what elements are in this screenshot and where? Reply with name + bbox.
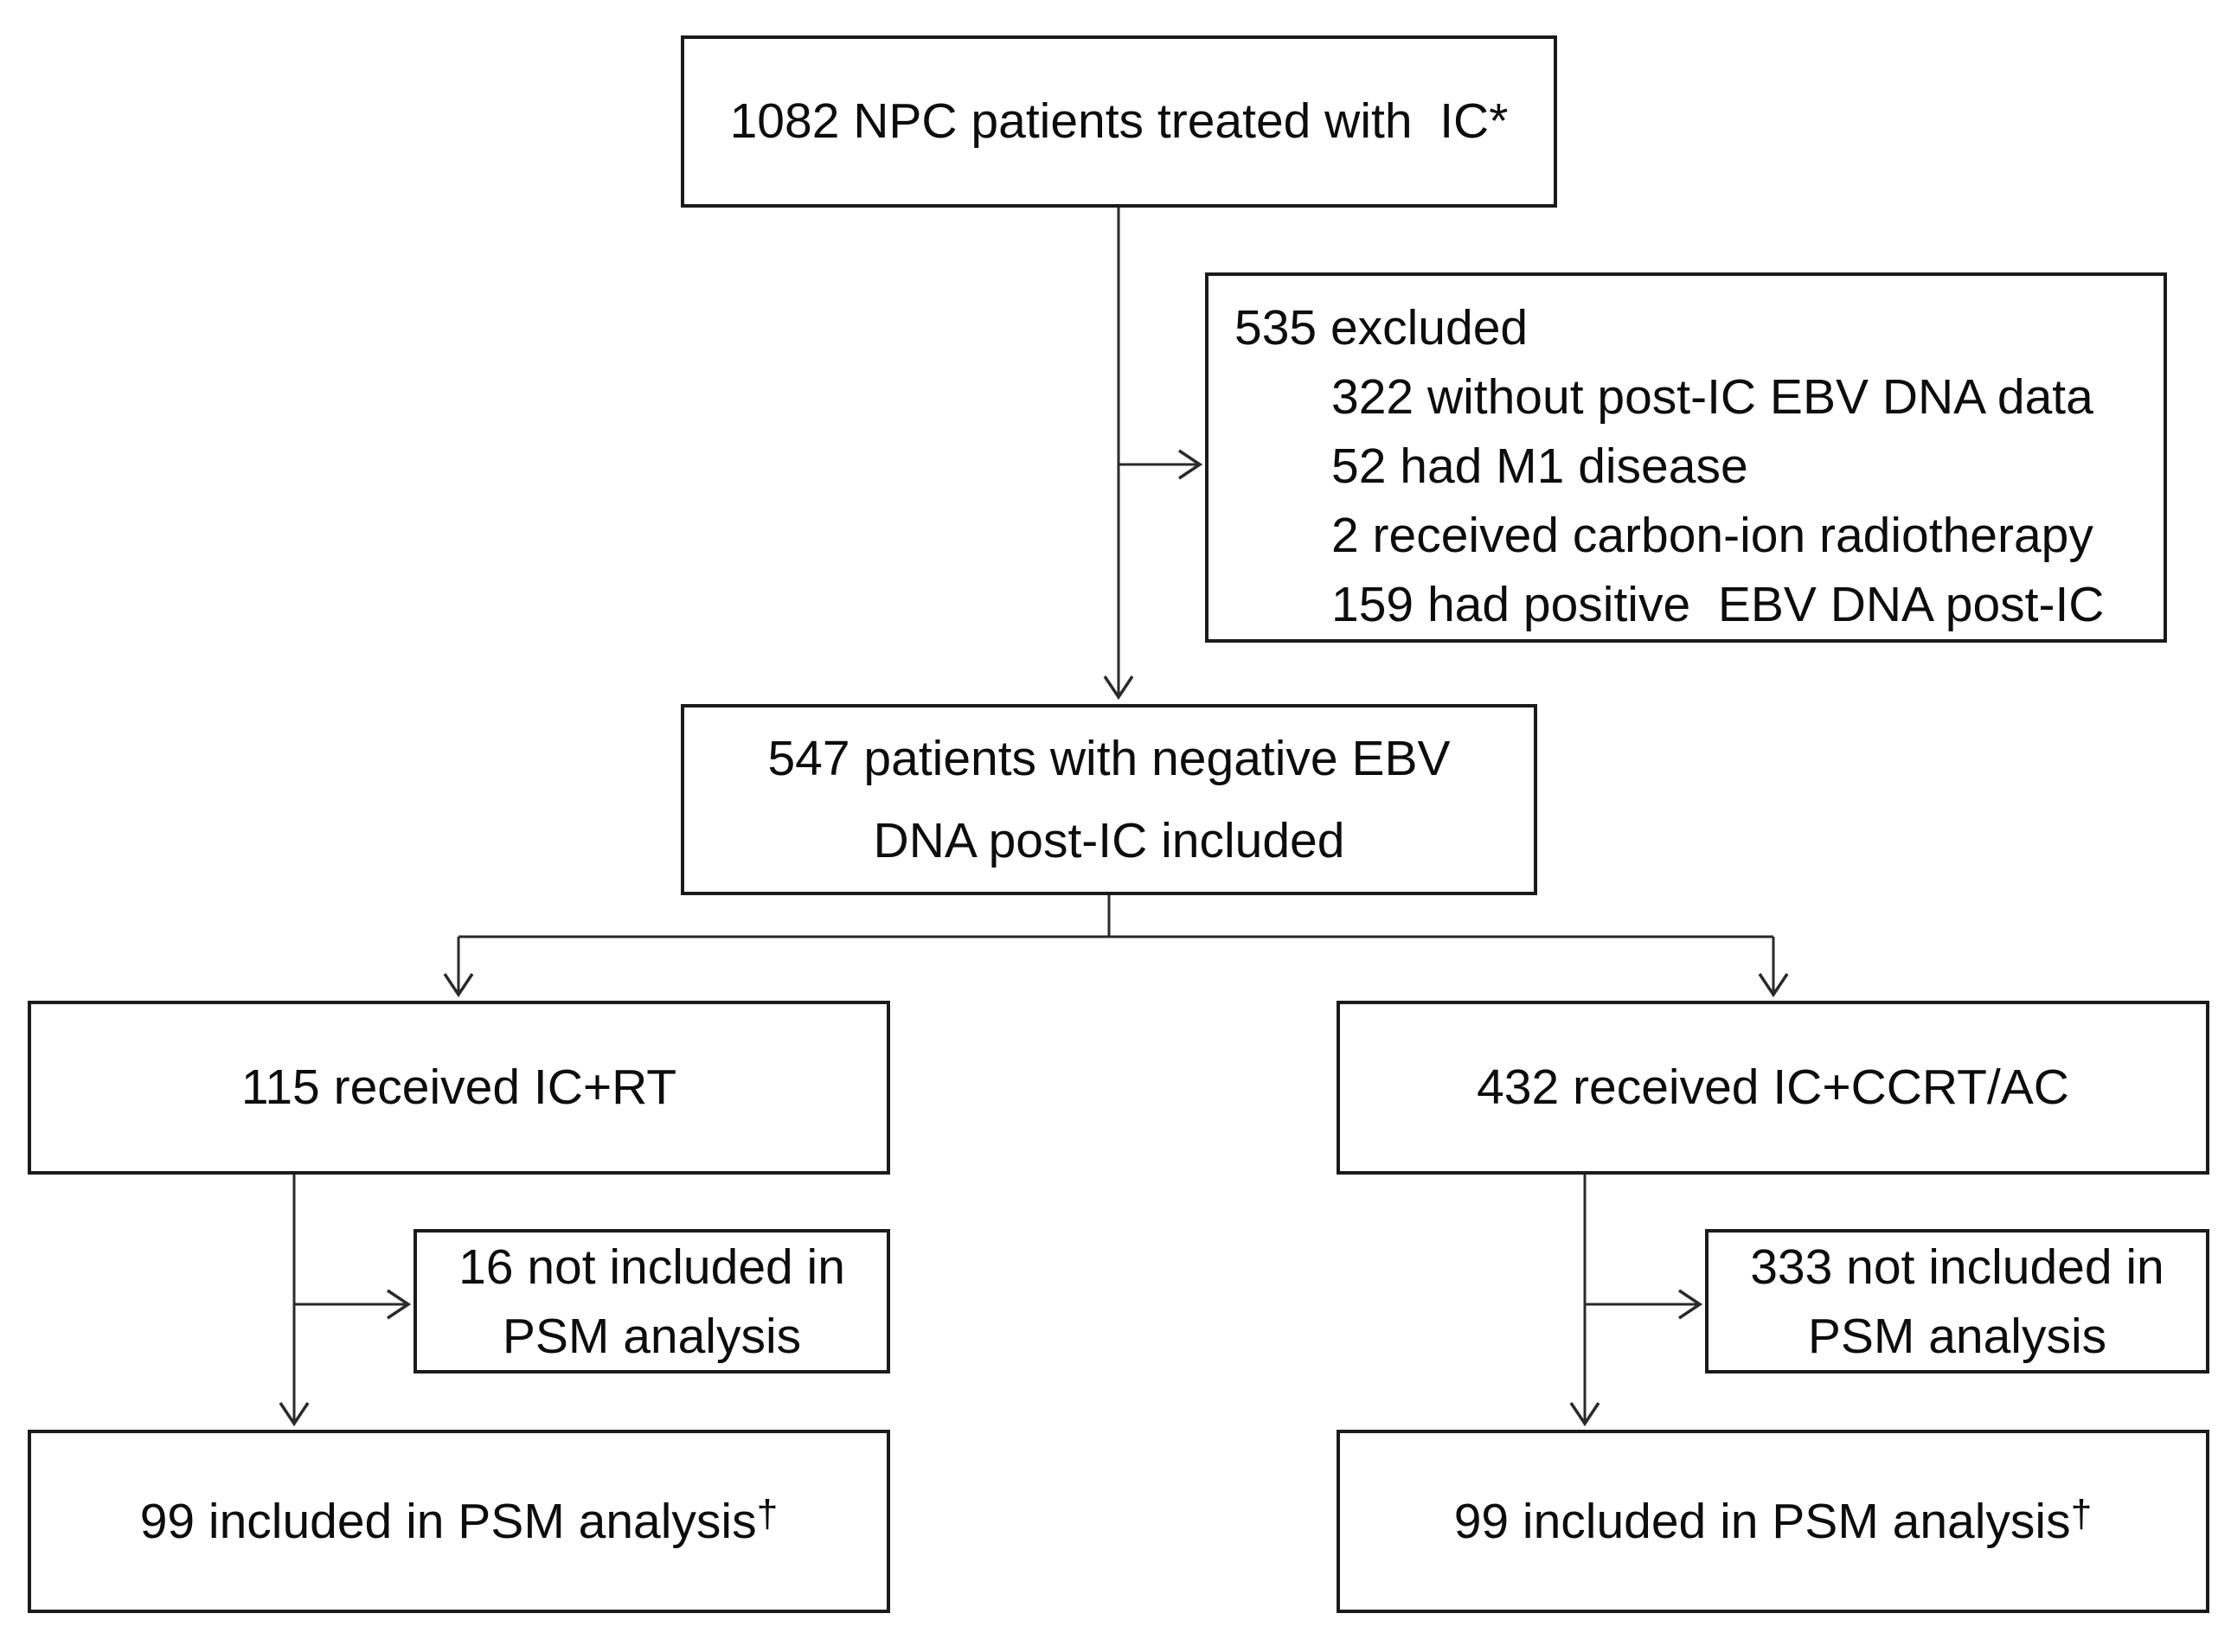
enrollment-box: 1082 NPC patients treated with IC*	[681, 35, 1557, 208]
dagger-footnote-mark: †	[756, 1493, 779, 1536]
ccrt-not-in-psm-box: 333 not included in PSM analysis	[1705, 1229, 2209, 1373]
rt-not-in-psm-line1: 16 not included in	[458, 1239, 845, 1295]
exclusion-box: 535 excluded 322 without post-IC EBV DNA…	[1205, 272, 2167, 643]
rt-not-in-psm-line2: PSM analysis	[502, 1308, 802, 1364]
eligible-label-line1: 547 patients with negative EBV	[767, 730, 1451, 786]
eligible-label-line2: DNA post-IC included	[873, 812, 1345, 868]
ic-ccrt-ac-arm-box: 432 received IC+CCRT/AC	[1337, 1001, 2209, 1175]
eligible-box: 547 patients with negative EBV DNA post-…	[681, 704, 1537, 895]
ccrt-psm-included-box: 99 included in PSM analysis†	[1337, 1430, 2209, 1613]
rt-psm-included-label: 99 included in PSM analysis†	[139, 1493, 779, 1549]
exclusion-item: 159 had positive EBV DNA post-IC	[1331, 577, 2105, 632]
rt-not-in-psm-box: 16 not included in PSM analysis	[414, 1229, 890, 1373]
dagger-footnote-mark: †	[2070, 1493, 2093, 1536]
rt-psm-included-box: 99 included in PSM analysis†	[28, 1430, 890, 1613]
ic-rt-arm-box: 115 received IC+RT	[28, 1001, 890, 1175]
ic-ccrt-ac-arm-label: 432 received IC+CCRT/AC	[1477, 1060, 2069, 1116]
exclusion-item: 52 had M1 disease	[1331, 439, 1748, 494]
ic-rt-arm-label: 115 received IC+RT	[240, 1060, 677, 1116]
ccrt-psm-included-label: 99 included in PSM analysis†	[1453, 1493, 2093, 1549]
ccrt-not-in-psm-line2: PSM analysis	[1807, 1308, 2107, 1364]
exclusion-item: 322 without post-IC EBV DNA data	[1331, 369, 2093, 425]
enrollment-label: 1082 NPC patients treated with IC*	[729, 93, 1509, 150]
ccrt-not-in-psm-line1: 333 not included in	[1750, 1239, 2164, 1295]
exclusion-title: 535 excluded	[1234, 300, 1529, 355]
exclusion-item: 2 received carbon-ion radiotherapy	[1331, 508, 2093, 563]
